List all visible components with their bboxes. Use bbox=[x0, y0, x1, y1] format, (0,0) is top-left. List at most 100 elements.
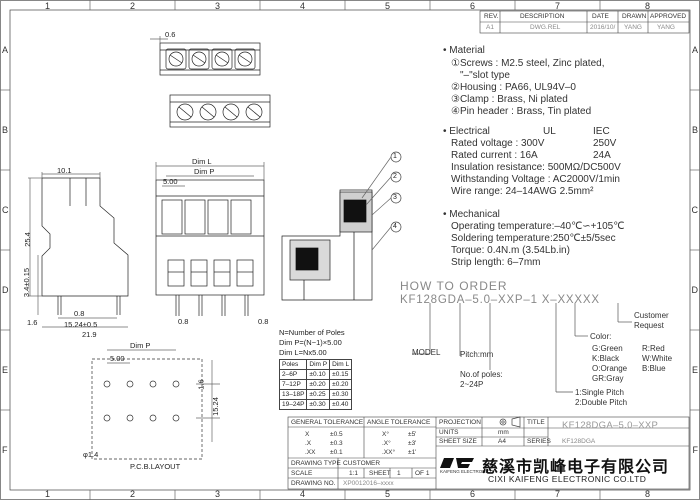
pole-table: Poles Dim P Dim L 2–6P ±0.10 ±0.15 7–12P… bbox=[278, 359, 353, 410]
tolerance-cell: .XX bbox=[305, 449, 316, 456]
electrical-title: • Electrical bbox=[443, 126, 490, 137]
callout-3: 3 bbox=[393, 194, 397, 201]
order-code: KF128GDA–5.0–XXP–1 X–XXXXX bbox=[400, 294, 600, 306]
zone-left-f: F bbox=[2, 445, 8, 455]
sheet-size-value: A4 bbox=[498, 438, 506, 445]
rev-cell-rev: A1 bbox=[486, 24, 494, 31]
zone-left-b: B bbox=[2, 125, 9, 135]
tolerance-cell: .X bbox=[305, 440, 312, 447]
company-name-en: CIXI KAIFENG ELECTRONIC CO.LTD bbox=[488, 474, 647, 484]
rated-voltage-iec: 250V bbox=[593, 138, 617, 149]
order-pitch-type: 2:Double Pitch bbox=[575, 398, 628, 407]
pole-table-header-cell: Dim P bbox=[306, 359, 331, 370]
of-label: OF 1 bbox=[415, 470, 430, 477]
poles-note-line: Dim L=Nx5.00 bbox=[279, 348, 327, 357]
zone-right-f: F bbox=[692, 445, 699, 455]
general-tolerance-title: GENERAL TOLERANCE bbox=[291, 419, 364, 426]
electrical-line: Withstanding Voltage : AC2000V/1min bbox=[451, 174, 620, 185]
dim-25-4: 25.4 bbox=[22, 232, 32, 247]
color-option: GR:Gray bbox=[592, 374, 624, 383]
angle-tolerance-title: ANGLE TOLERANCE bbox=[367, 419, 431, 426]
company-logo bbox=[440, 458, 474, 468]
rev-header-date: DATE bbox=[592, 13, 609, 20]
rated-current-label: Rated current : 16A bbox=[451, 150, 538, 161]
customer-request-label: Customer bbox=[634, 311, 669, 320]
zone-bottom-5: 5 bbox=[385, 489, 391, 499]
drawing-type-value: CUSTOMER bbox=[343, 460, 381, 467]
sheet-size-label: SHEET SIZE bbox=[439, 438, 477, 445]
order-pitch-label: Pitch:mm bbox=[460, 350, 494, 359]
dim-l: Dim L bbox=[192, 157, 212, 166]
poles-note-line: Dim P=(N−1)×5.00 bbox=[279, 338, 342, 347]
pole-table-cell: 13–18P bbox=[278, 389, 308, 400]
sheet-value: 1 bbox=[397, 470, 401, 477]
zone-top-5: 5 bbox=[385, 1, 391, 11]
mechanical-line: Soldering temperature:250℃±5/5sec bbox=[451, 233, 616, 244]
side-view bbox=[28, 172, 129, 328]
zone-left-e: E bbox=[2, 365, 9, 375]
color-option: R:Red bbox=[642, 344, 665, 353]
series-label: SERIES bbox=[527, 438, 551, 445]
dim-0-8-left: 0.8 bbox=[74, 309, 85, 318]
company-name-cn: 慈溪市凯峰电子有限公司 bbox=[482, 457, 670, 476]
mechanical-line: Operating temperature:–40℃∽+105℃ bbox=[451, 221, 625, 232]
pcb-dim-1-6: 1.6 bbox=[196, 379, 206, 390]
material-line: ①Screws : M2.5 steel, Zinc plated, bbox=[451, 58, 605, 69]
dim-15-24: 15.24±0.5 bbox=[64, 320, 98, 329]
material-title: • Material bbox=[443, 45, 485, 56]
zone-left-c: C bbox=[2, 205, 9, 215]
drawing-no-value: XP0012016–xxxx bbox=[343, 480, 394, 487]
dim-1-6: 1.6 bbox=[27, 318, 38, 327]
color-option: G:Green bbox=[592, 344, 623, 353]
order-model-label: MODEL bbox=[412, 348, 441, 357]
poles-note-line: N=Number of Poles bbox=[279, 328, 345, 337]
zone-top-8: 8 bbox=[645, 1, 651, 11]
material-line: ④Pin header : Brass, Tin plated bbox=[451, 106, 592, 117]
scale-value: 1:1 bbox=[349, 470, 359, 477]
scale-label: SCALE bbox=[291, 470, 313, 477]
zone-right-d: D bbox=[691, 285, 699, 295]
pole-table-cell: ±0.10 bbox=[306, 369, 331, 380]
dim-top-0-6: 0.6 bbox=[165, 30, 176, 39]
zone-left-d: D bbox=[2, 285, 9, 295]
tolerance-cell: X bbox=[305, 431, 310, 438]
material-line: "–"slot type bbox=[460, 70, 510, 81]
series-value: KF128DGA bbox=[562, 438, 596, 445]
order-poles-label: No.of poles: bbox=[460, 370, 503, 379]
rev-header-drawn: DRAWN bbox=[622, 13, 647, 20]
units-value: mm bbox=[498, 429, 509, 436]
mechanical-title: • Mechanical bbox=[443, 209, 500, 220]
rev-cell-description: DWG.REL bbox=[530, 24, 561, 31]
dim-5-00: 5.00 bbox=[163, 177, 178, 186]
zone-top-7: 7 bbox=[555, 1, 561, 11]
mechanical-line: Strip length: 6–7mm bbox=[451, 257, 541, 268]
electrical-line: Insulation resistance: 500MΩ/DC500V bbox=[451, 162, 621, 173]
zone-left-a: A bbox=[2, 45, 9, 55]
rev-cell-drawn: YANG bbox=[624, 24, 642, 31]
tolerance-cell: X° bbox=[382, 431, 389, 438]
color-option: B:Blue bbox=[642, 364, 666, 373]
zone-bottom-6: 6 bbox=[470, 489, 476, 499]
dim-10-1: 10.1 bbox=[57, 166, 72, 175]
dim-0-8-front: 0.8 bbox=[178, 317, 189, 326]
zone-right-b: B bbox=[691, 125, 698, 135]
electrical-col-iec: IEC bbox=[593, 126, 610, 137]
zone-top-6: 6 bbox=[470, 1, 476, 11]
pole-table-cell: ±0.20 bbox=[329, 379, 353, 390]
pcb-dim-p: Dim P bbox=[130, 341, 151, 350]
pole-table-cell: ±0.30 bbox=[306, 399, 331, 410]
material-line: ③Clamp : Brass, Ni plated bbox=[451, 94, 568, 105]
rev-header-approved: APPROVED bbox=[650, 13, 687, 20]
order-pitch-type: 1:Single Pitch bbox=[575, 388, 624, 397]
material-line: ②Housing : PA66, UL94V–0 bbox=[451, 82, 576, 93]
projection-label: PROJECTION bbox=[439, 419, 481, 426]
zone-bottom-7: 7 bbox=[555, 489, 561, 499]
pole-table-row: 19–24P ±0.30 ±0.40 bbox=[278, 399, 353, 410]
electrical-col-ul: UL bbox=[543, 126, 556, 137]
zone-bottom-1: 1 bbox=[45, 489, 51, 499]
callout-4: 4 bbox=[393, 223, 397, 230]
units-label: UNITS bbox=[439, 429, 459, 436]
zone-top-4: 4 bbox=[300, 1, 306, 11]
pcb-hole-diameter: φ1.4 bbox=[83, 450, 99, 459]
